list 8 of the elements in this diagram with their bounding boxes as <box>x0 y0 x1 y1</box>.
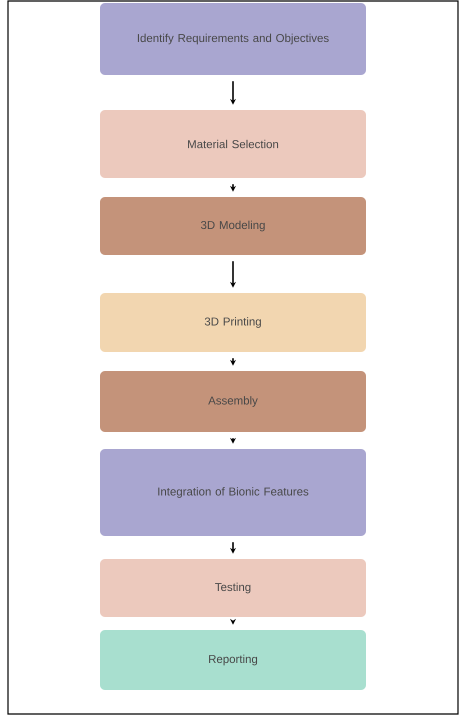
process-box: Material Selection <box>100 110 366 178</box>
process-box: Reporting <box>100 630 366 690</box>
process-box: 3D Printing <box>100 293 366 352</box>
process-box: Identify Requirements and Objectives <box>100 3 366 75</box>
process-box: Testing <box>100 559 366 617</box>
process-box: 3D Modeling <box>100 197 366 255</box>
process-box: Integration of Bionic Features <box>100 449 366 536</box>
process-box: Assembly <box>100 371 366 432</box>
